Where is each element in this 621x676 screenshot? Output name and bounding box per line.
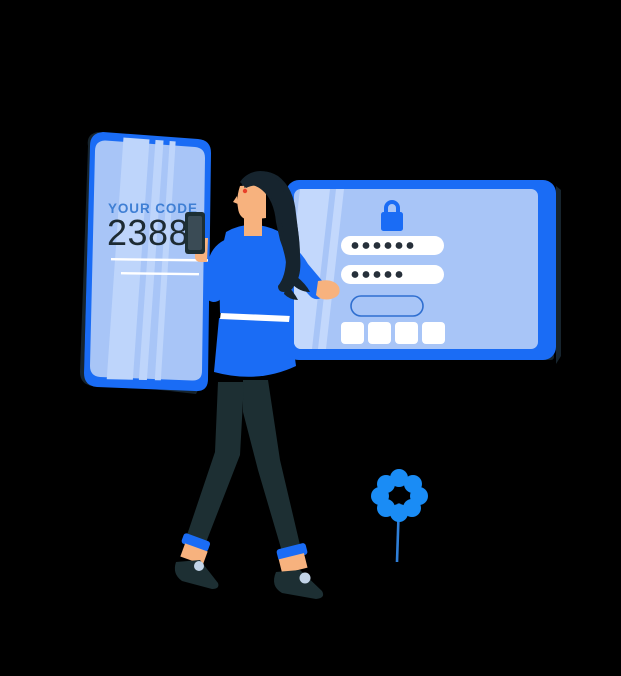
flower-petals (371, 469, 428, 522)
smartphone-mockup[interactable]: YOUR CODE 2388 (80, 130, 211, 394)
phone-shadow (80, 132, 104, 386)
shoe-right-highlight (299, 572, 311, 584)
keypad-square[interactable] (368, 322, 391, 344)
foot-right (274, 543, 324, 599)
nose (233, 196, 238, 204)
skirt (214, 318, 296, 377)
flower-decoration (371, 469, 428, 563)
ankle-right (278, 553, 308, 574)
flower-center (391, 488, 407, 504)
foot-left (174, 533, 219, 589)
keypad-squares[interactable] (341, 322, 445, 344)
shoe-left-highlight (194, 561, 204, 571)
leg-right (243, 380, 300, 555)
divider-line-2 (120, 272, 199, 276)
cuff-left (181, 533, 211, 552)
cuff-right (276, 543, 308, 561)
shoe-right (274, 570, 324, 599)
submit-button[interactable] (350, 295, 424, 317)
hand-right (316, 280, 340, 300)
hair-tip-1 (284, 284, 298, 300)
ankle-left (180, 543, 208, 565)
leg-left (186, 382, 244, 545)
code-value: 2388 (107, 212, 189, 253)
password-field-1[interactable] (341, 236, 444, 255)
keypad-square[interactable] (395, 322, 418, 344)
phone-screen-stripe-1 (106, 136, 150, 381)
shoe-left (174, 560, 219, 589)
woman-figure (174, 171, 340, 599)
tablet-screen-stripe-2 (318, 189, 344, 349)
earring (242, 188, 248, 194)
keypad-square[interactable] (422, 322, 445, 344)
phone-screen-stripe-3 (154, 136, 176, 381)
tablet-shadow (556, 186, 561, 364)
code-label: YOUR CODE (108, 201, 198, 216)
hair-main (244, 171, 300, 292)
keypad-square[interactable] (341, 322, 364, 344)
divider-line-1 (110, 258, 208, 262)
lock-icon (381, 200, 403, 231)
hair-top (240, 171, 284, 192)
password-field-2[interactable] (341, 265, 444, 284)
handheld-phone (185, 212, 205, 254)
arm-left (204, 237, 240, 302)
phone-screen-stripe-2 (138, 136, 164, 381)
tablet-mockup[interactable] (282, 180, 561, 364)
hair-tip-2 (292, 276, 310, 292)
